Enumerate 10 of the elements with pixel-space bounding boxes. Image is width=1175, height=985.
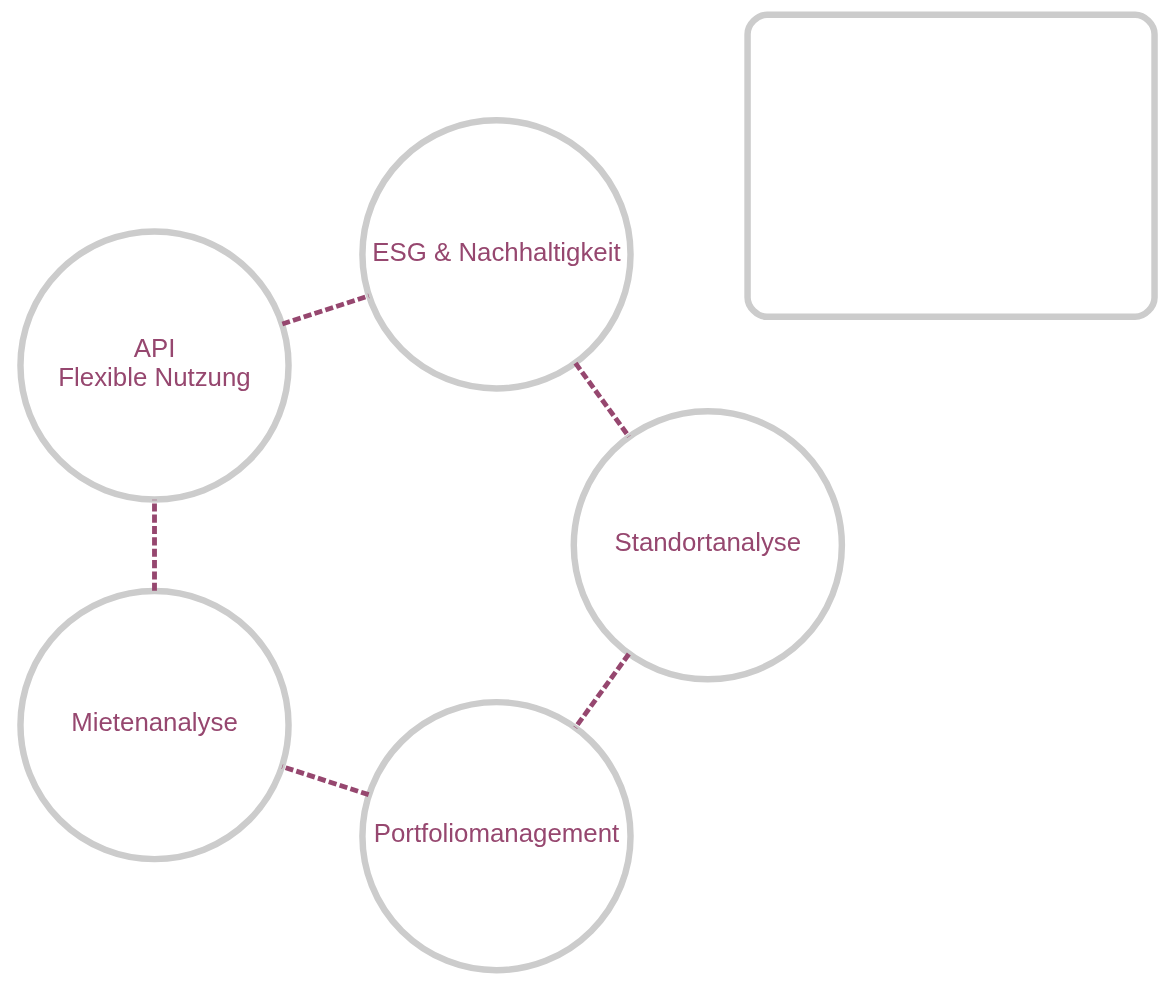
node-circle: Portfoliomanagement: [359, 698, 634, 974]
connector: [281, 764, 370, 797]
connector: [573, 652, 631, 729]
node-circle: API Flexible Nutzung: [17, 228, 292, 503]
node-circle: Mietenanalyse: [17, 587, 292, 863]
connector: [281, 293, 370, 327]
node-circle: Standortanalyse: [570, 408, 846, 683]
node-box: [744, 11, 1158, 320]
connector: [573, 361, 631, 439]
node-circle: ESG & Nachhaltigkeit: [359, 117, 634, 392]
